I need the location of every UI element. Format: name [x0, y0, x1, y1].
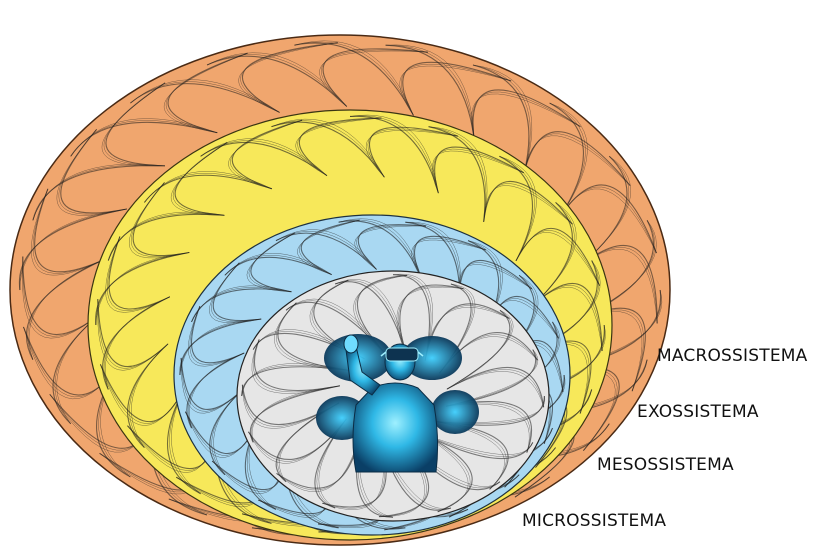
mesosystem-label: MESOSSISTEMA	[597, 455, 734, 475]
microsystem-label: MICROSSISTEMA	[522, 511, 666, 531]
macrosystem-label: MACROSSISTEMA	[657, 346, 807, 366]
exosystem-label: EXOSSISTEMA	[637, 402, 759, 422]
